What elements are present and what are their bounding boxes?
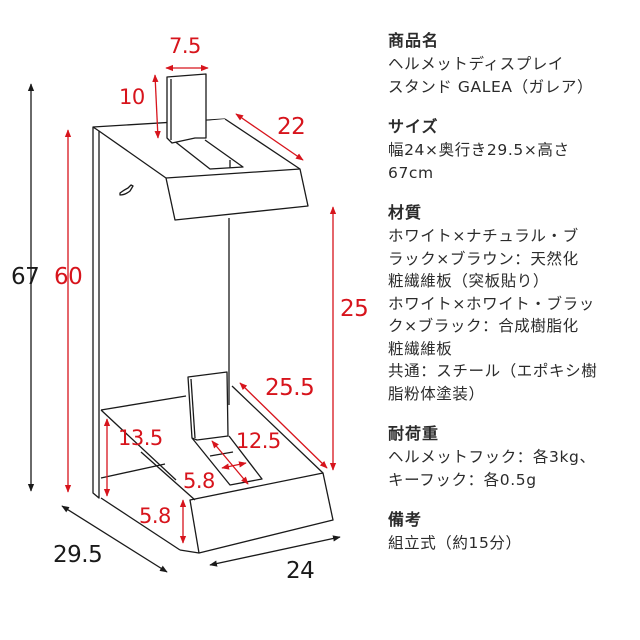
base-front-height-label: 5.8	[139, 504, 171, 528]
spec-line: 粧繊維板	[388, 339, 453, 358]
spec-line: 粧繊維板（突板貼り）	[388, 272, 550, 290]
spec-line: 組立式（約15分）	[388, 534, 522, 552]
spec-line: ヘルメットフック：各3kg、	[388, 448, 596, 466]
dimension-diagram: 67 60 7.5 10 22 25 25.5 13.5 12.5 5.8 5.…	[11, 34, 369, 584]
spec-line: ラック×ブラウン：天然化	[388, 249, 579, 268]
width-label: 24	[286, 558, 315, 584]
spec-line: 共通：スチール（エポキシ樹	[388, 362, 598, 380]
upper-holder-height-label: 10	[119, 85, 145, 109]
spec-line: キーフック：各0.5g	[388, 470, 537, 489]
spec-size: サイズ 幅24×奥行き29.5×高さ 67cm	[388, 116, 638, 184]
spec-load-capacity: 耐荷重 ヘルメットフック：各3kg、 キーフック：各0.5g	[388, 423, 638, 491]
black-dimension-lines	[27, 83, 341, 573]
spec-title: 材質	[388, 203, 423, 222]
spec-line: ホワイト×ホワイト・ブラッ	[388, 294, 595, 313]
lower-slot-width-label: 5.8	[183, 469, 215, 493]
spec-line: ヘルメットディスプレイ	[388, 55, 565, 73]
depth-label: 29.5	[53, 542, 103, 568]
spec-panel: 商品名 ヘルメットディスプレイ スタンド GALEA（ガレア） サイズ 幅24×…	[388, 30, 638, 573]
spec-title: 商品名	[388, 31, 440, 50]
lower-slot-length-label: 12.5	[236, 429, 281, 453]
spec-line: スタンド GALEA（ガレア）	[388, 77, 594, 96]
spec-line: 67cm	[388, 163, 434, 182]
lower-shelf-depth-label: 25.5	[265, 375, 315, 401]
total-height-label: 67	[11, 264, 40, 290]
stand-line-drawing	[27, 64, 341, 573]
spec-material: 材質 ホワイト×ナチュラル・ブ ラック×ブラウン：天然化 粧繊維板（突板貼り） …	[388, 202, 638, 405]
upper-holder-width-label: 7.5	[169, 34, 201, 58]
lower-clearance-label: 25	[340, 296, 369, 322]
spec-title: 備考	[388, 510, 423, 529]
spec-title: サイズ	[388, 117, 439, 136]
spec-line: ホワイト×ナチュラル・ブ	[388, 227, 579, 245]
spec-notes: 備考 組立式（約15分）	[388, 509, 638, 555]
spec-line: ク×ブラック：合成樹脂化	[388, 317, 579, 335]
spec-line: 幅24×奥行き29.5×高さ	[388, 141, 570, 159]
panel-height-label: 60	[54, 264, 83, 290]
spec-product-name: 商品名 ヘルメットディスプレイ スタンド GALEA（ガレア）	[388, 30, 638, 98]
spec-title: 耐荷重	[388, 424, 440, 443]
upper-shelf-depth-label: 22	[277, 114, 306, 140]
lower-slope-height-label: 13.5	[118, 426, 163, 450]
red-dimension-lines	[64, 64, 337, 544]
spec-line: 脂粉体塗装）	[388, 384, 485, 403]
